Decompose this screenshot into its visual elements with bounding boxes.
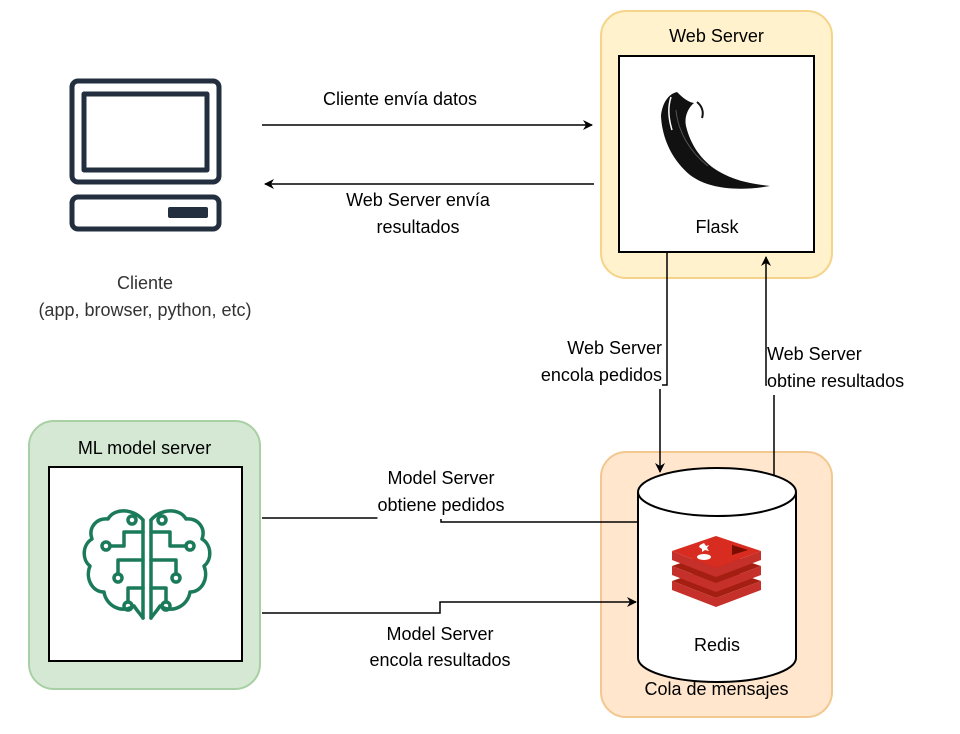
redis-label: Redis [693,635,741,655]
label-server-returns-1: Web Server envía [346,190,490,210]
flask-logo-icon [661,92,770,189]
client-label-detail: (app, browser, python, etc) [38,300,252,320]
label-enqueue-2: encola pedidos [500,362,662,389]
line-ml-gets-requests [262,517,638,523]
label-client-sends: Cliente envía datos [322,89,478,109]
flask-label: Flask [695,217,739,237]
label-model-enqueues-1: Model Server [386,624,494,644]
brain-ml-icon [82,509,212,620]
label-server-returns-2: resultados [376,217,460,237]
client-label: Cliente [116,273,174,293]
label-obtain-results-2: obtine resultados [767,368,905,395]
label-model-gets-2: obtiene pedidos [377,492,505,519]
computer-icon [69,78,222,232]
web-server-title: Web Server [669,26,764,46]
ml-model-box [48,466,243,662]
arrow-web-to-redis [655,253,668,473]
redis-logo-icon [672,536,761,607]
label-obtain-results-1: Web Server [767,341,862,368]
ml-server-title: ML model server [77,438,212,458]
flask-box [618,55,815,253]
label-model-gets-1: Model Server [387,465,495,492]
arrow-ml-to-redis [262,597,637,614]
queue-title: Cola de mensajes [644,679,789,699]
label-model-enqueues-2: encola resultados [369,650,511,670]
label-enqueue-1: Web Server [520,335,662,362]
